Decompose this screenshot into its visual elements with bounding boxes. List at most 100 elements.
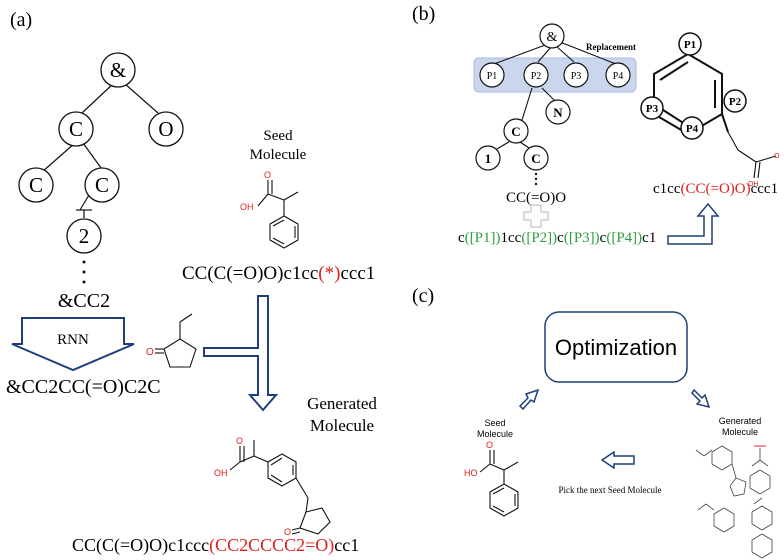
b-node-c (503, 118, 529, 144)
pick-next-label: Pick the next Seed Molecule (559, 485, 662, 495)
tree-node-c2 (18, 167, 54, 203)
b-ellipsis (534, 172, 538, 186)
benzene-p1-label: P1 (684, 39, 696, 51)
panel-b-label: (b) (412, 3, 435, 25)
template-smiles: c([P1])1cc([P2])c([P3])c([P4])c1 (458, 230, 656, 246)
cyclopentanone-fragment (155, 313, 197, 368)
seed-molecule-c (479, 450, 519, 517)
panel-a-label: (a) (10, 9, 32, 31)
gen-a-hydroxyl: OH (214, 468, 228, 478)
arrow-pick-next (600, 450, 635, 470)
rnn-arrow (11, 317, 135, 372)
tpl-0: c (458, 230, 465, 246)
b-p2-label: P2 (531, 71, 542, 82)
optimization-label: Optimization (555, 335, 677, 360)
b-node-p4 (605, 62, 631, 88)
b-node-c2 (523, 145, 549, 171)
tpl-2: 1cc (501, 230, 522, 246)
gen-smiles-red: (CC2CCCC2=O) (209, 535, 334, 556)
acid-hydroxyl: OH (748, 181, 759, 188)
panel-a: (a) & C O C C 2 (6, 9, 377, 556)
generated-molecule-c3 (697, 503, 735, 533)
arrow-to-optimization (518, 388, 540, 411)
benzene-p3 (640, 96, 664, 120)
b-p3-label: P3 (571, 71, 582, 82)
b-c-label: C (511, 124, 520, 139)
gen-a-ketone-oxygen: O (284, 527, 291, 537)
b-root-label: & (547, 30, 558, 45)
benzene-p4 (680, 116, 704, 140)
generated-molecule-c4 (751, 497, 773, 559)
c-seed-title-1: Seed (484, 418, 505, 428)
seed-smiles-suffix: ccc1 (340, 263, 375, 284)
tpl-5: ([P3]) (564, 230, 600, 246)
b-node-1 (475, 145, 501, 171)
panel-c-label: (c) (412, 285, 434, 307)
seed-title-line1: Seed (263, 128, 293, 144)
tpl-1: ([P1]) (465, 230, 501, 246)
b-c2-label: C (531, 151, 540, 166)
tree-node-c1-label: C (69, 117, 83, 141)
generated-molecule-c2 (749, 448, 771, 495)
tree-node-c3 (84, 167, 120, 203)
b-1-label: 1 (485, 151, 492, 166)
replacement-box (473, 57, 637, 93)
tree-node-root (100, 52, 136, 88)
c-gen-title-2: Molecule (722, 427, 758, 437)
tree-node-ring (66, 218, 102, 254)
b-node-p1 (479, 62, 505, 88)
b-p1-label: P1 (487, 71, 498, 82)
b-node-p3 (563, 62, 589, 88)
token-text: &CC2 (58, 290, 110, 312)
result-smiles: c1cc(CC(=O)O)ccc1 (653, 181, 778, 197)
replacement-label: Replacement (586, 42, 636, 52)
b-p4-label: P4 (613, 71, 624, 82)
arrow-to-generated (691, 388, 711, 409)
tree-node-o (148, 111, 184, 147)
seed-a-hydroxyl: OH (240, 202, 254, 212)
gen-title-line1: Generated (307, 394, 377, 413)
b-node-p2 (523, 62, 549, 88)
seed-title-line2: Molecule (250, 147, 307, 163)
gen-smiles: CC(C(=O)O)c1ccc(CC2CCCC2=O)cc1 (72, 535, 359, 556)
tree-node-root-label: & (110, 58, 126, 82)
result-smiles-red: (CC(=O)O) (680, 181, 750, 197)
panel-b: (b) & P1 P2 P3 P4 (412, 3, 780, 246)
optimization-box (544, 311, 688, 383)
generated-molecule-a (229, 440, 331, 535)
fragment-oxygen: O (146, 347, 154, 358)
gen-smiles-prefix: CC(C(=O)O)c1ccc (72, 535, 209, 556)
benzene-p2-label: P2 (729, 96, 742, 108)
tree-node-c2-label: C (29, 173, 43, 197)
gen-a-oxygen: O (236, 436, 243, 446)
result-smiles-suffix: ccc1 (751, 181, 778, 197)
c-seed-title-2: Molecule (477, 429, 513, 439)
tpl-6: c (600, 230, 607, 246)
gen-title-line2: Molecule (310, 416, 374, 435)
seed-a-oxygen: O (264, 170, 271, 180)
benzene-p1 (678, 32, 702, 56)
benzene-p2 (723, 89, 747, 113)
gen-smiles-suffix: cc1 (334, 535, 359, 555)
fragment-smiles: CC(=O)O (506, 190, 566, 206)
panel-b-tree-edges (491, 41, 617, 153)
result-smiles-prefix: c1cc (653, 181, 681, 197)
seed-molecule-a (257, 180, 299, 249)
benzene-p3-label: P3 (646, 103, 659, 115)
b-root-node (539, 23, 565, 49)
tree-ellipsis (82, 260, 86, 284)
acetic-acid-chain (727, 131, 777, 179)
result-arrow (667, 202, 720, 245)
acid-oxygen: O (774, 153, 780, 160)
c-seed-oxygen: O (486, 440, 493, 450)
tree-node-c3-label: C (95, 173, 109, 197)
rnn-label: RNN (57, 332, 89, 348)
b-node-n (545, 99, 571, 125)
plus-icon (523, 204, 549, 228)
seed-smiles: CC(C(=O)O)c1cc(*)ccc1 (182, 263, 375, 284)
tpl-4: c (557, 230, 564, 246)
c-seed-hydroxyl: HO (464, 468, 478, 478)
benzene-p4-label: P4 (686, 123, 699, 135)
